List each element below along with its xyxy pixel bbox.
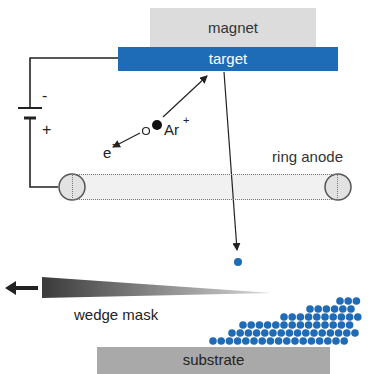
film-atom — [288, 313, 296, 321]
film-atom — [269, 329, 277, 337]
film-atom — [344, 297, 352, 305]
film-atom — [242, 337, 250, 345]
film-atom — [247, 321, 255, 329]
node-label: target — [209, 51, 247, 68]
film-atom — [338, 313, 346, 321]
film-atom — [347, 305, 355, 313]
film-atom — [346, 321, 354, 329]
electron-label: e — [103, 145, 111, 160]
film-atom — [353, 297, 361, 305]
film-atom — [236, 329, 244, 337]
battery-minus: - — [42, 88, 47, 104]
film-atom — [313, 313, 321, 321]
film-atom — [228, 329, 236, 337]
film-atom — [346, 313, 354, 321]
film-atom — [245, 329, 253, 337]
film-atom — [261, 329, 269, 337]
sputter-path — [224, 72, 237, 250]
wedge-mask — [42, 277, 272, 298]
node-label: substrate — [183, 352, 245, 369]
node-label: magnet — [208, 20, 258, 37]
film-atom — [331, 305, 339, 313]
wedge-mask-label: wedge mask — [74, 307, 158, 322]
battery-plus: + — [42, 122, 51, 138]
film-atom — [336, 297, 344, 305]
film-atom — [313, 321, 321, 329]
ring-anode-end — [325, 174, 351, 200]
film-atom — [327, 329, 335, 337]
film-atom — [258, 337, 266, 345]
electron — [143, 128, 150, 135]
film-atom — [332, 337, 340, 345]
film-atom — [297, 321, 305, 329]
move-arrow — [5, 281, 38, 295]
target-plate: target — [118, 47, 338, 71]
film-atom — [343, 329, 351, 337]
film-atom — [217, 337, 225, 345]
film-atom — [286, 329, 294, 337]
film-atom — [297, 313, 305, 321]
film-atom — [323, 305, 331, 313]
film-atom — [306, 305, 314, 313]
film-atom — [239, 321, 247, 329]
film-atom — [321, 313, 329, 321]
film-atom — [321, 321, 329, 329]
substrate-plate: substrate — [97, 347, 330, 374]
sputtered-atom — [234, 258, 242, 266]
film-atom — [280, 321, 288, 329]
magnet-box: magnet — [150, 8, 316, 48]
electron-path — [113, 133, 140, 147]
film-atom — [354, 313, 362, 321]
film-atom — [305, 321, 313, 329]
argon-ion — [152, 120, 162, 130]
film-atom — [234, 337, 242, 345]
film-atom — [340, 337, 348, 345]
film-atom — [329, 313, 337, 321]
film-atom — [314, 305, 322, 313]
film-atom — [335, 329, 343, 337]
film-atom — [250, 337, 258, 345]
film-atom — [267, 337, 275, 345]
film-atom — [338, 321, 346, 329]
film-atom — [264, 321, 272, 329]
film-atom — [339, 305, 347, 313]
battery-circuit — [18, 58, 118, 187]
film-atom — [318, 329, 326, 337]
ion-label: Ar — [164, 122, 179, 137]
ring-anode: ring anode — [72, 174, 338, 200]
film-atom — [283, 337, 291, 345]
film-atom — [310, 329, 318, 337]
ring-anode-band — [72, 174, 338, 200]
film-atom — [288, 321, 296, 329]
film-atom — [302, 329, 310, 337]
film-atom — [209, 337, 217, 345]
charge-sign: - — [112, 138, 116, 149]
film-atom — [280, 313, 288, 321]
film-atom — [272, 321, 280, 329]
film-atom — [256, 321, 264, 329]
ion-path — [163, 76, 207, 117]
film-atom — [316, 337, 324, 345]
film-atom — [305, 313, 313, 321]
film-atom — [351, 329, 359, 337]
film-atom — [275, 337, 283, 345]
film-atom — [329, 321, 337, 329]
film-atom — [294, 329, 302, 337]
node-label: ring anode — [272, 149, 343, 166]
film-atom — [253, 329, 261, 337]
film-atom — [277, 329, 285, 337]
deposited-film — [209, 297, 361, 345]
charge-sign: + — [183, 115, 189, 126]
film-atom — [299, 337, 307, 345]
film-atom — [226, 337, 234, 345]
film-atom — [308, 337, 316, 345]
film-atom — [324, 337, 332, 345]
film-atom — [291, 337, 299, 345]
